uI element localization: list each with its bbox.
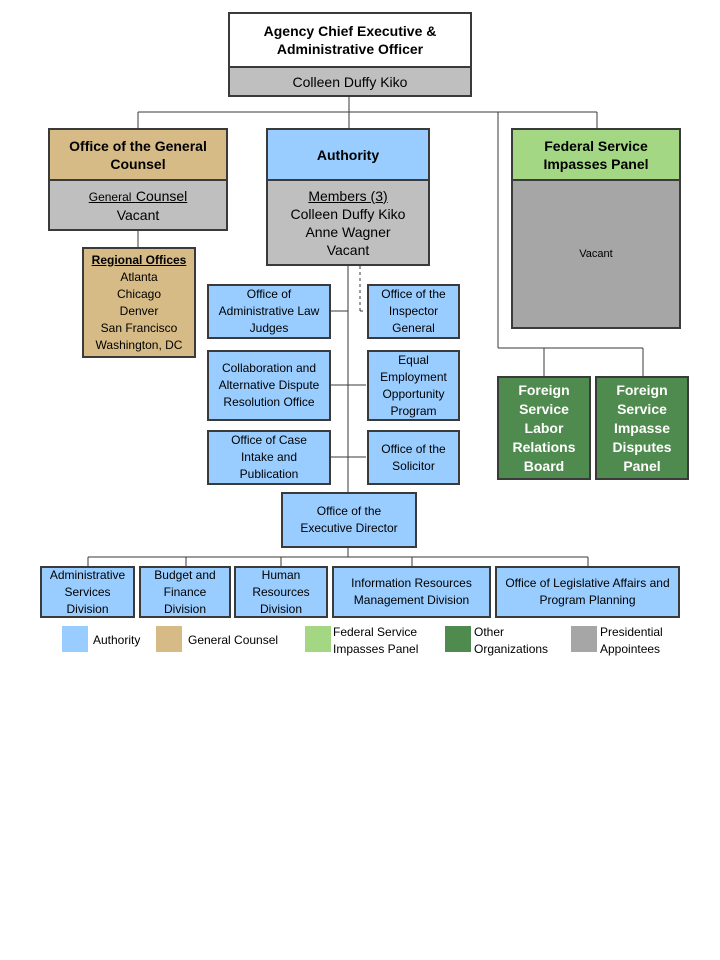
ceo-name-box: Colleen Duffy Kiko (228, 66, 472, 97)
solicitor-office-box: Office of the Solicitor (367, 430, 460, 485)
fsip-status: Vacant (579, 248, 613, 260)
regional-city: Atlanta (120, 269, 158, 284)
eeo-program-box: Equal Employment Opportunity Program (367, 350, 460, 421)
legend-label-presidential-appointees: Presidential Appointees (600, 625, 663, 656)
legend-swatch-authority (62, 626, 88, 652)
exec-director-office-label: Office of the Executive Director (300, 504, 398, 535)
ceo-title: Agency Chief Executive & Administrative … (263, 23, 437, 57)
cadro-office-label: Collaboration and Alternative Dispute Re… (218, 361, 320, 409)
oig-office-box: Office of the Inspector General (367, 284, 460, 339)
legislative-office-box: Office of Legislative Affairs and Progra… (495, 566, 680, 618)
authority-member: Anne Wagner (305, 223, 391, 240)
alj-office-box: Office of Administrative Law Judges (207, 284, 331, 339)
regional-city: Chicago (116, 286, 162, 301)
case-intake-office-label: Office of Case Intake and Publication (231, 433, 307, 481)
fslrb-box: Foreign Service Labor Relations Board (497, 376, 591, 480)
hr-division-box: Human Resources Division (234, 566, 328, 618)
regional-city: Washington, DC (95, 337, 183, 352)
regional-offices-title: Regional Offices (91, 252, 187, 267)
legend-swatch-other-organizations (445, 626, 471, 652)
hr-division-label: Human Resources Division (252, 567, 310, 616)
general-counsel-role-large: Counsel (135, 187, 188, 204)
budget-finance-division-box: Budget and Finance Division (139, 566, 231, 618)
ceo-name: Colleen Duffy Kiko (292, 73, 408, 90)
general-counsel-title: Office of the General Counsel (69, 137, 207, 172)
fsidp-box: Foreign Service Impasse Disputes Panel (595, 376, 689, 480)
admin-services-division-box: Administrative Services Division (40, 566, 135, 618)
fsidp-title: Foreign Service Impasse Disputes Panel (612, 381, 672, 474)
general-counsel-title-box: Office of the General Counsel (48, 128, 228, 181)
irm-division-box: Information Resources Management Divisio… (332, 566, 491, 618)
fsip-status-box: Vacant (511, 179, 681, 329)
cadro-office-box: Collaboration and Alternative Dispute Re… (207, 350, 331, 421)
general-counsel-role: General Counsel (89, 187, 188, 206)
legend-label-authority: Authority (93, 633, 141, 647)
legend-swatch-fsip (305, 626, 331, 652)
admin-services-division-label: Administrative Services Division (49, 567, 126, 616)
oig-office-label: Office of the Inspector General (381, 287, 446, 335)
general-counsel-status: Vacant (116, 206, 160, 223)
fslrb-title: Foreign Service Labor Relations Board (512, 381, 576, 474)
exec-director-office-box: Office of the Executive Director (281, 492, 417, 548)
irm-division-label: Information Resources Management Divisio… (351, 576, 472, 607)
budget-finance-division-label: Budget and Finance Division (154, 567, 216, 616)
authority-member: Vacant (326, 241, 370, 258)
legend-swatch-general-counsel (156, 626, 182, 652)
fsip-title: Federal Service Impasses Panel (543, 137, 649, 172)
regional-offices-box: Regional Offices Atlanta Chicago Denver … (82, 247, 196, 358)
authority-title-box: Authority (266, 128, 430, 181)
case-intake-office-box: Office of Case Intake and Publication (207, 430, 331, 485)
authority-members-box: Members (3) Colleen Duffy Kiko Anne Wagn… (266, 179, 430, 266)
ceo-title-box: Agency Chief Executive & Administrative … (228, 12, 472, 68)
legislative-office-label: Office of Legislative Affairs and Progra… (505, 576, 670, 607)
alj-office-label: Office of Administrative Law Judges (218, 287, 320, 335)
eeo-program-label: Equal Employment Opportunity Program (380, 352, 447, 418)
regional-city: San Francisco (100, 320, 178, 335)
general-counsel-role-small: General (88, 189, 132, 204)
authority-members-label: Members (3) (308, 187, 388, 204)
fsip-title-box: Federal Service Impasses Panel (511, 128, 681, 181)
regional-city: Denver (119, 303, 159, 318)
authority-member: Colleen Duffy Kiko (290, 205, 406, 222)
legend-swatch-presidential-appointees (571, 626, 597, 652)
solicitor-office-label: Office of the Solicitor (381, 441, 446, 473)
legend-label-general-counsel: General Counsel (188, 633, 279, 647)
general-counsel-role-box: General Counsel Vacant (48, 179, 228, 231)
authority-title: Authority (316, 146, 380, 163)
legend-label-fsip: Federal Service Impasses Panel (333, 625, 419, 656)
legend-label-other-organizations: Other Organizations (474, 625, 549, 656)
